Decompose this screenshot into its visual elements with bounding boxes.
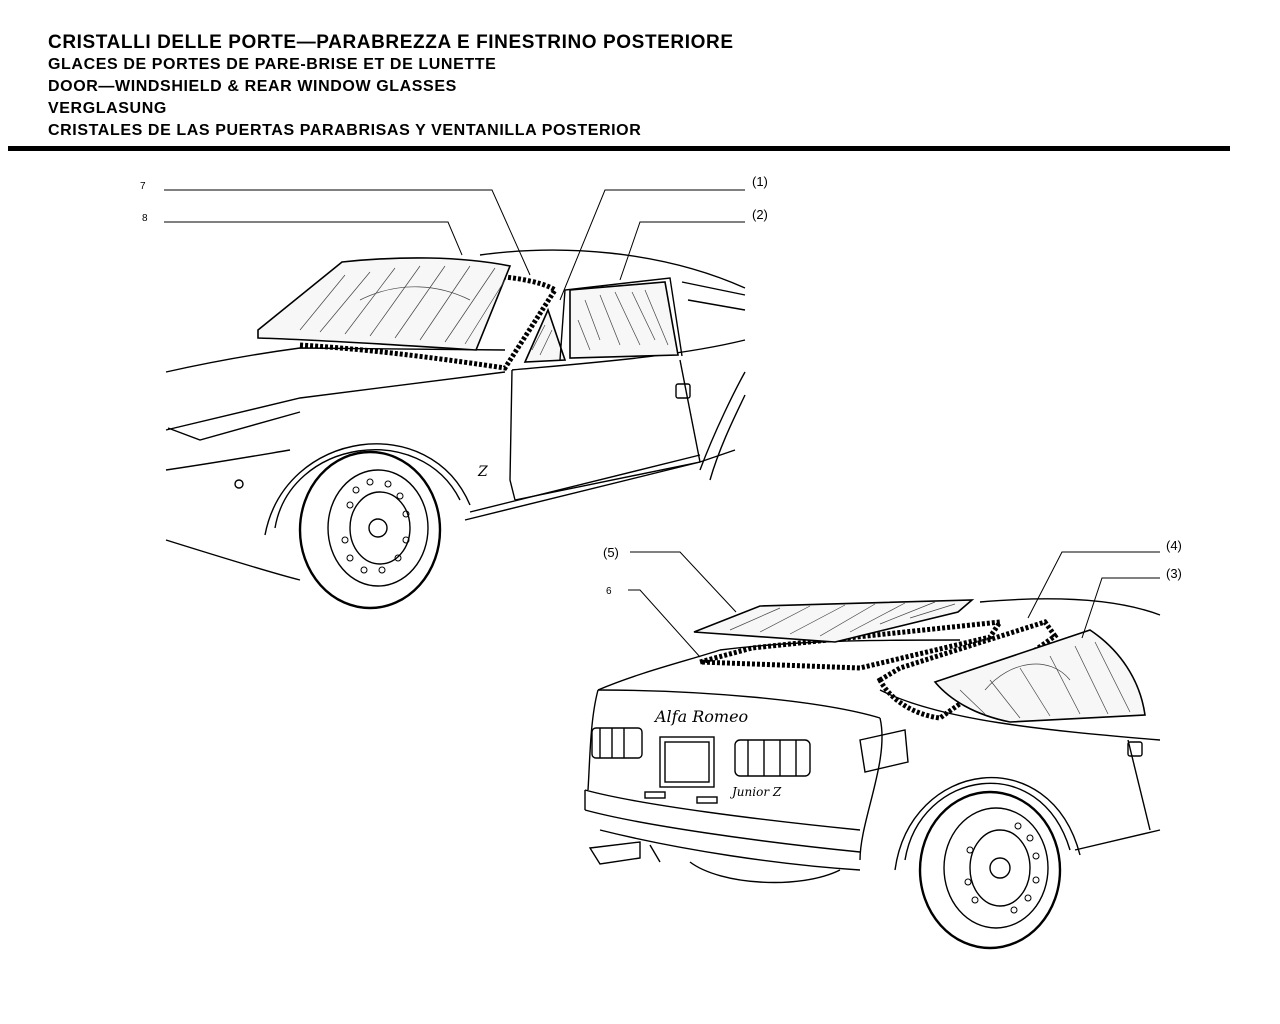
header-rule bbox=[8, 146, 1230, 151]
rear-window-glass bbox=[693, 599, 975, 643]
front-callout-leaders bbox=[164, 189, 745, 301]
callout-8: 8 bbox=[142, 213, 148, 224]
callout-6: 6 bbox=[606, 586, 612, 597]
rear-brand-script: Alfa Romeo bbox=[653, 707, 748, 726]
title-french: GLACES DE PORTES DE PARE-BRISE ET DE LUN… bbox=[48, 56, 497, 73]
title-italian: CRISTALLI DELLE PORTE—PARABREZZA E FINES… bbox=[48, 32, 734, 53]
door-glass-front bbox=[569, 281, 679, 359]
title-spanish: CRISTALES DE LAS PUERTAS PARABRISAS Y VE… bbox=[48, 122, 642, 139]
title-block: CRISTALLI DELLE PORTE—PARABREZZA E FINES… bbox=[48, 32, 734, 142]
side-emblem-z: Z bbox=[477, 464, 488, 480]
callout-7: 7 bbox=[140, 181, 146, 192]
callout-1: (1) bbox=[752, 174, 768, 189]
windshield-seal bbox=[299, 272, 559, 371]
title-english: DOOR—WINDSHIELD & REAR WINDOW GLASSES bbox=[48, 78, 457, 95]
title-german: VERGLASUNG bbox=[48, 100, 167, 117]
quarter-vent-glass bbox=[523, 307, 567, 363]
front-car-illustration: Z bbox=[165, 249, 746, 610]
rear-car-illustration: Alfa Romeo Junior Z bbox=[584, 598, 1161, 950]
quarter-glass-seal bbox=[876, 619, 1059, 721]
rear-model-script: Junior Z bbox=[729, 785, 782, 799]
rear-callout-leaders bbox=[628, 551, 1160, 658]
callout-5: (5) bbox=[603, 545, 619, 560]
rear-window-seal bbox=[699, 618, 1006, 671]
callout-3: (3) bbox=[1166, 566, 1182, 581]
callout-2: (2) bbox=[752, 207, 768, 222]
windshield-glass bbox=[257, 257, 512, 351]
callout-4: (4) bbox=[1166, 538, 1182, 553]
quarter-glass bbox=[933, 629, 1146, 723]
